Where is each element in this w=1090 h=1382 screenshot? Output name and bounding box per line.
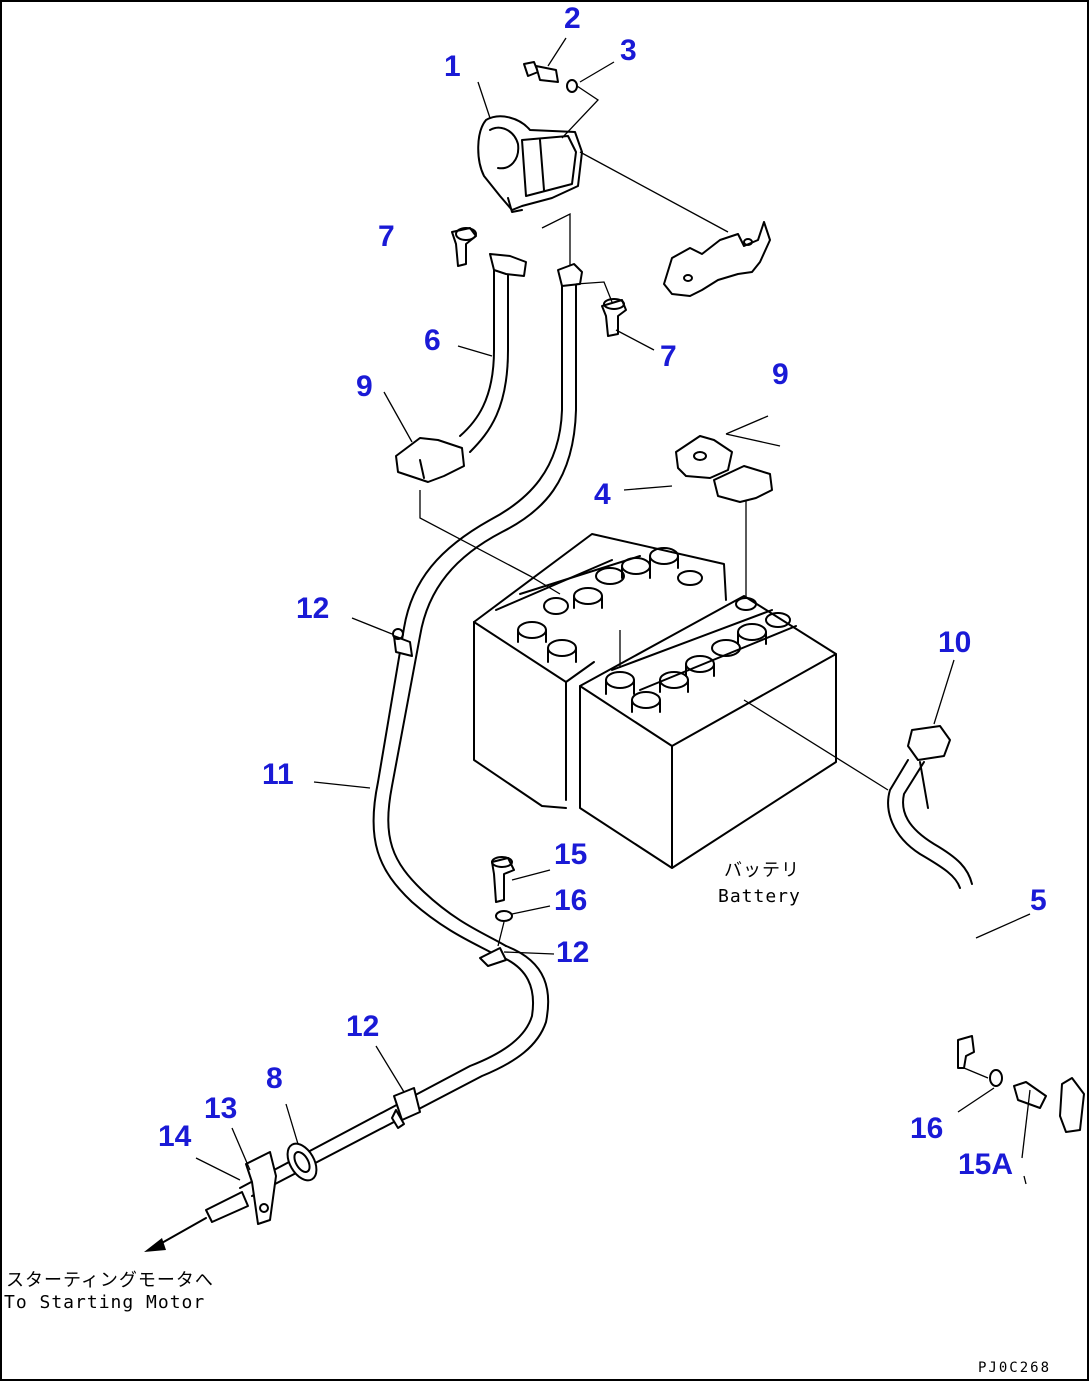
relay-mount-bracket: [663, 221, 771, 297]
callout-4: 4: [594, 478, 611, 511]
bolt-15: [491, 856, 515, 903]
callout-1: 1: [444, 50, 461, 83]
cable-11: [239, 263, 583, 1197]
callout-10: 10: [938, 626, 971, 659]
callout-7b: 7: [660, 340, 677, 373]
battery-caption-en: Battery: [718, 886, 801, 907]
relay-washer: [566, 79, 578, 93]
drawing-code: PJ0C268: [978, 1360, 1051, 1376]
clamp-12a: [392, 628, 413, 657]
terminal-cover-9a: [395, 437, 465, 483]
callout-9b: 9: [772, 358, 789, 391]
callout-16b: 16: [910, 1112, 943, 1145]
callout-3: 3: [620, 34, 637, 67]
washer-16a: [495, 910, 513, 922]
bolt-15a: [957, 1035, 1085, 1133]
terminal-cover-9b: [675, 435, 773, 503]
relay-bolt: [523, 61, 559, 83]
cable-6: [459, 253, 527, 453]
callout-12c: 12: [346, 1010, 379, 1043]
callout-16a: 16: [554, 884, 587, 917]
battery-relay: [477, 115, 583, 213]
callout-8: 8: [266, 1062, 283, 1095]
terminal-cap-7a: [451, 227, 477, 267]
callout-6: 6: [424, 324, 441, 357]
callout-13: 13: [204, 1092, 237, 1125]
callout-9a: 9: [356, 370, 373, 403]
callout-15a: 15A: [958, 1148, 1013, 1181]
callout-14: 14: [158, 1120, 192, 1153]
callout-12a: 12: [296, 592, 329, 625]
callout-5: 5: [1030, 884, 1047, 917]
battery-front: [579, 595, 837, 869]
battery-caption-jp: バッテリ: [724, 860, 800, 881]
battery-rear: [473, 533, 727, 809]
starter-caption-en: To Starting Motor: [4, 1292, 205, 1313]
clamp-13: [245, 1151, 277, 1225]
clamp-12c: [391, 1087, 421, 1129]
grommet-8: [286, 1142, 318, 1182]
clamp-12b: [479, 947, 507, 967]
starter-caption-jp: スターティングモータへ: [6, 1270, 214, 1291]
callout-12b: 12: [556, 936, 589, 969]
callout-11: 11: [262, 758, 294, 791]
callout-7a: 7: [378, 220, 395, 253]
cable-10: [887, 725, 973, 889]
terminal-cap-7b: [601, 298, 627, 337]
callout-15: 15: [554, 838, 587, 871]
callout-2: 2: [564, 2, 581, 35]
